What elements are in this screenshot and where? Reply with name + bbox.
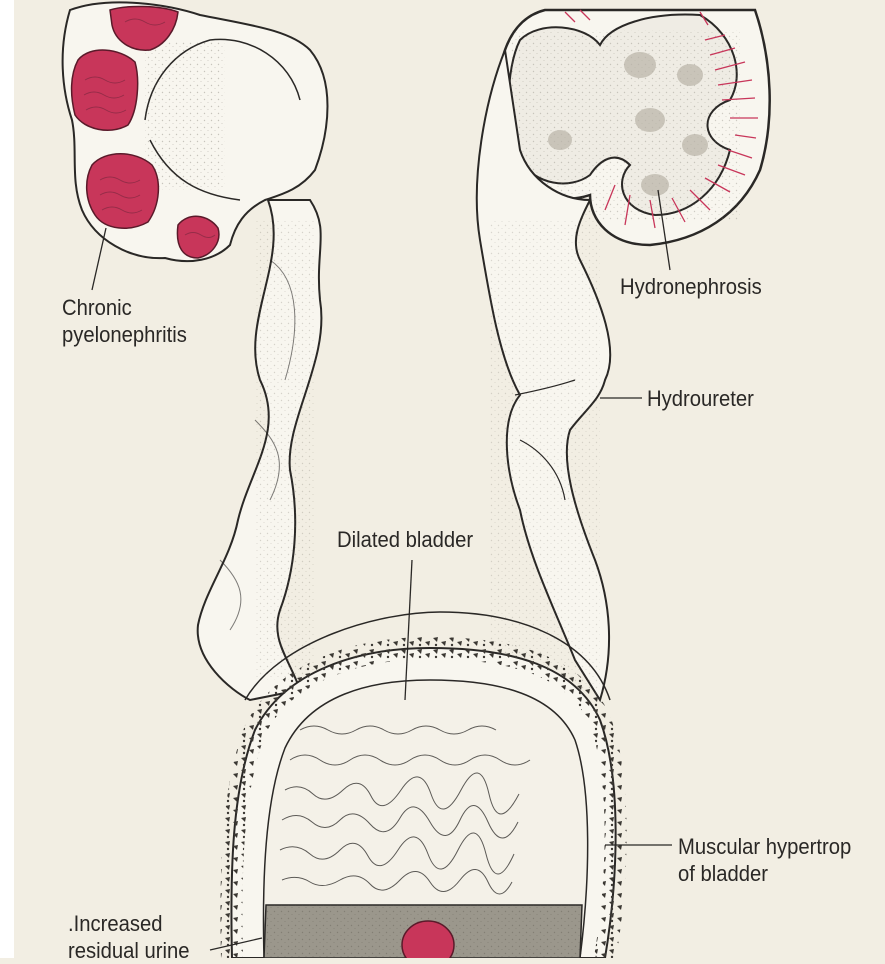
label-hydroureter: Hydroureter [647, 385, 754, 412]
label-chronic-pyelonephritis: Chronic pyelonephritis [62, 294, 187, 348]
label-hydronephrosis: Hydronephrosis [620, 273, 762, 300]
label-line: Chronic [62, 294, 187, 321]
label-dilated-bladder: Dilated bladder [337, 526, 473, 553]
page-edge [0, 0, 14, 958]
label-muscular-hypertrophy: Muscular hypertrop of bladder [678, 833, 851, 887]
label-increased-residual-urine: .Increased residual urine [68, 910, 190, 964]
label-line: of bladder [678, 860, 851, 887]
label-line: pyelonephritis [62, 321, 187, 348]
label-line: residual urine [68, 937, 190, 964]
label-line: Muscular hypertrop [678, 833, 851, 860]
label-line: .Increased [68, 910, 190, 937]
